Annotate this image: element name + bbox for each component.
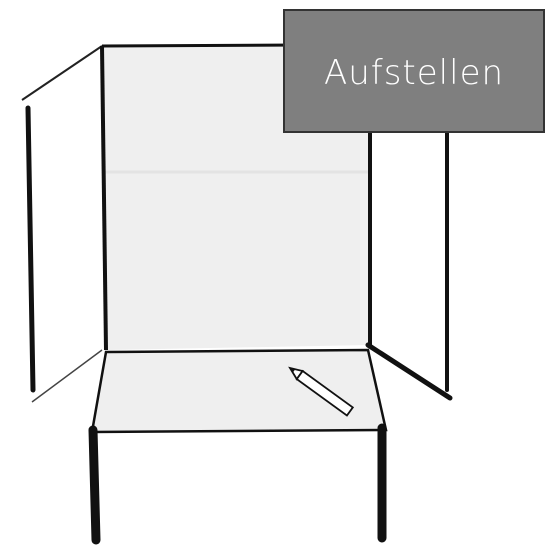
table-legs (93, 428, 382, 540)
left-side-panel (22, 46, 102, 402)
sign-board: Aufstellen (284, 10, 544, 132)
writing-shelf (92, 350, 386, 432)
sign-label: Aufstellen (324, 53, 504, 93)
right-side-panel (368, 132, 450, 398)
